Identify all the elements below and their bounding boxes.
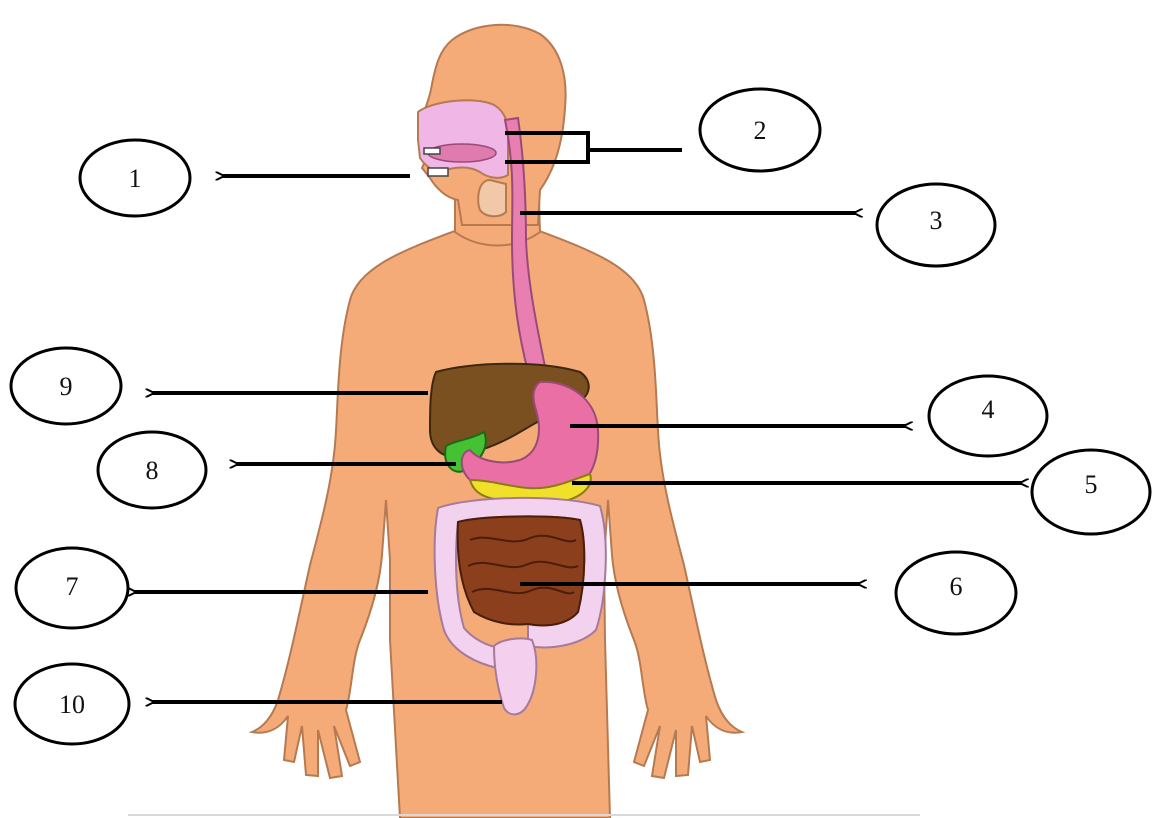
label-text-9: 9 — [60, 372, 73, 401]
label-text-3: 3 — [930, 206, 943, 235]
label-text-10: 10 — [59, 690, 85, 719]
label-text-1: 1 — [129, 164, 142, 193]
mouth-cavity — [418, 100, 508, 178]
trachea — [478, 180, 506, 216]
label-text-2: 2 — [754, 116, 767, 145]
label-text-4: 4 — [982, 395, 995, 424]
teeth-lower — [428, 168, 448, 176]
teeth-upper — [424, 148, 440, 154]
label-text-6: 6 — [950, 572, 963, 601]
small-intestine — [458, 516, 585, 625]
label-text-8: 8 — [146, 456, 159, 485]
label-text-7: 7 — [66, 572, 79, 601]
label-text-5: 5 — [1085, 470, 1098, 499]
